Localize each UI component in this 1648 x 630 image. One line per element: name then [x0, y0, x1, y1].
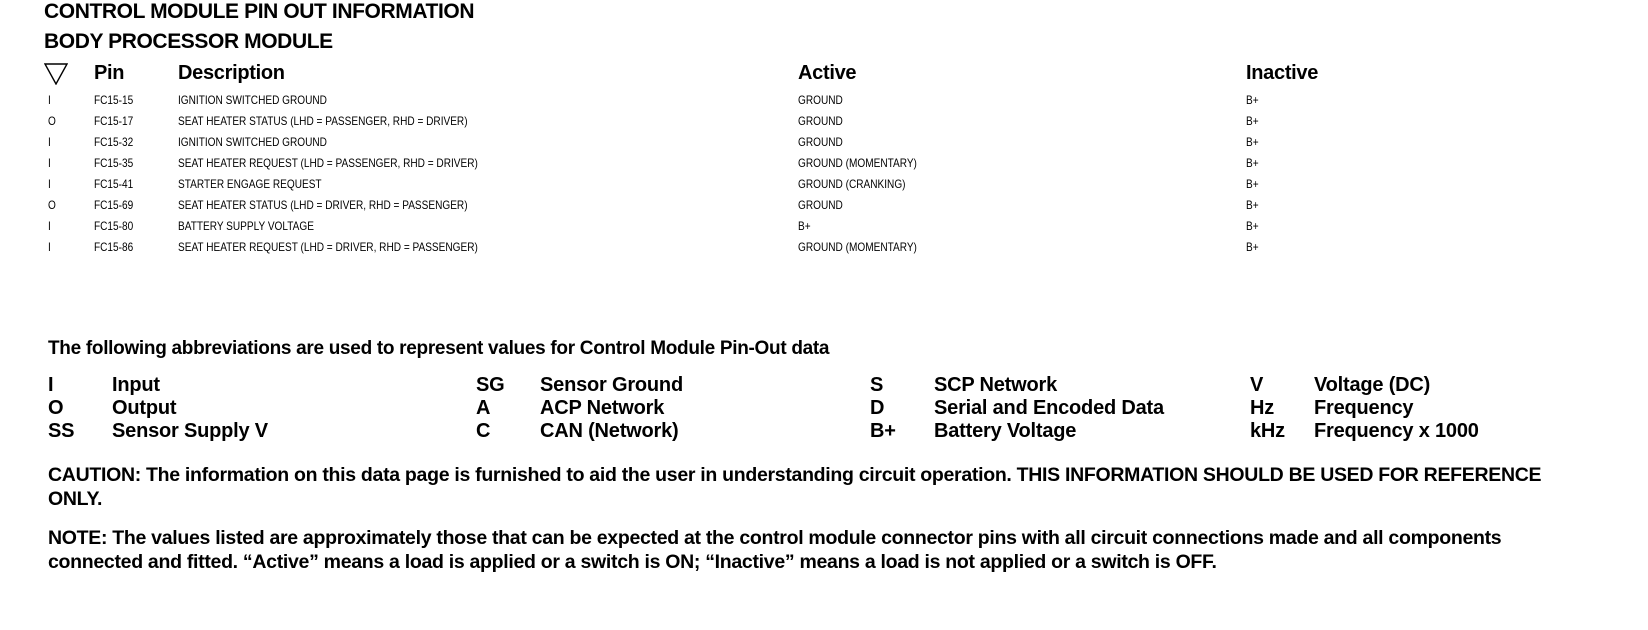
- pin-cell: FC15-15: [94, 93, 134, 107]
- pin-cell: FC15-80: [94, 219, 134, 233]
- abbreviation-label: Voltage (DC): [1314, 374, 1431, 396]
- pin-cell: FC15-86: [94, 240, 134, 254]
- abbreviation-label: Sensor Supply V: [112, 420, 268, 442]
- page-title: CONTROL MODULE PIN OUT INFORMATION: [44, 0, 475, 23]
- abbreviation-code: A: [476, 397, 491, 419]
- pin-cell: FC15-41: [94, 177, 134, 191]
- abbreviation-code: V: [1250, 374, 1264, 396]
- inactive-cell: B+: [1246, 240, 1259, 254]
- inactive-cell: B+: [1246, 114, 1259, 128]
- abbreviation-label: Sensor Ground: [540, 374, 683, 396]
- abbreviation-label: Input: [112, 374, 160, 396]
- abbreviation-label: Frequency: [1314, 397, 1414, 419]
- abbreviation-label: Frequency x 1000: [1314, 420, 1479, 442]
- active-cell: GROUND: [798, 198, 843, 212]
- abbreviation-code: C: [476, 420, 491, 442]
- active-cell: GROUND: [798, 114, 843, 128]
- description-cell: SEAT HEATER STATUS (LHD = PASSENGER, RHD…: [178, 114, 468, 128]
- abbreviation-label: SCP Network: [934, 374, 1058, 396]
- inactive-cell: B+: [1246, 156, 1259, 170]
- description-cell: SEAT HEATER REQUEST (LHD = DRIVER, RHD =…: [178, 240, 478, 254]
- abbreviation-code: B+: [870, 420, 896, 442]
- io-cell: O: [48, 198, 56, 212]
- abbreviation-code: SG: [476, 374, 505, 396]
- pin-cell: FC15-69: [94, 198, 134, 212]
- pin-cell: FC15-35: [94, 156, 134, 170]
- description-cell: SEAT HEATER REQUEST (LHD = PASSENGER, RH…: [178, 156, 478, 170]
- io-cell: I: [48, 93, 51, 107]
- inactive-cell: B+: [1246, 93, 1259, 107]
- abbreviation-code: Hz: [1250, 397, 1275, 419]
- description-cell: BATTERY SUPPLY VOLTAGE: [178, 219, 314, 233]
- description-cell: IGNITION SWITCHED GROUND: [178, 93, 327, 107]
- active-cell: B+: [798, 219, 811, 233]
- abbreviation-label: ACP Network: [540, 397, 665, 419]
- abbreviation-code: kHz: [1250, 420, 1285, 442]
- header-active: Active: [798, 62, 857, 84]
- io-cell: I: [48, 240, 51, 254]
- abbreviation-code: SS: [48, 420, 75, 442]
- abbreviation-label: Battery Voltage: [934, 420, 1077, 442]
- abbreviation-code: I: [48, 374, 54, 396]
- header-pin: Pin: [94, 62, 125, 84]
- note-text: NOTE: The values listed are approximatel…: [48, 527, 1502, 573]
- abbreviation-label: Output: [112, 397, 177, 419]
- caution-text: CAUTION: The information on this data pa…: [48, 464, 1542, 510]
- abbreviation-code: S: [870, 374, 884, 396]
- abbreviations-intro: The following abbreviations are used to …: [48, 338, 830, 359]
- abbreviation-code: O: [48, 397, 64, 419]
- pin-cell: FC15-17: [94, 114, 134, 128]
- io-cell: I: [48, 156, 51, 170]
- io-cell: I: [48, 177, 51, 191]
- inactive-cell: B+: [1246, 177, 1259, 191]
- abbreviation-label: Serial and Encoded Data: [934, 397, 1164, 419]
- description-cell: STARTER ENGAGE REQUEST: [178, 177, 322, 191]
- pin-cell: FC15-32: [94, 135, 134, 149]
- description-cell: SEAT HEATER STATUS (LHD = DRIVER, RHD = …: [178, 198, 468, 212]
- abbreviation-code: D: [870, 397, 885, 419]
- inactive-cell: B+: [1246, 135, 1259, 149]
- abbreviation-label: CAN (Network): [540, 420, 679, 442]
- inactive-cell: B+: [1246, 219, 1259, 233]
- header-inactive: Inactive: [1246, 62, 1319, 84]
- header-description: Description: [178, 62, 285, 84]
- active-cell: GROUND (CRANKING): [798, 177, 906, 191]
- active-cell: GROUND (MOMENTARY): [798, 240, 917, 254]
- active-cell: GROUND (MOMENTARY): [798, 156, 917, 170]
- active-cell: GROUND: [798, 93, 843, 107]
- module-title: BODY PROCESSOR MODULE: [44, 30, 333, 53]
- active-cell: GROUND: [798, 135, 843, 149]
- io-direction-icon: [44, 63, 68, 85]
- io-cell: I: [48, 219, 51, 233]
- inactive-cell: B+: [1246, 198, 1259, 212]
- io-cell: O: [48, 114, 56, 128]
- io-cell: I: [48, 135, 51, 149]
- description-cell: IGNITION SWITCHED GROUND: [178, 135, 327, 149]
